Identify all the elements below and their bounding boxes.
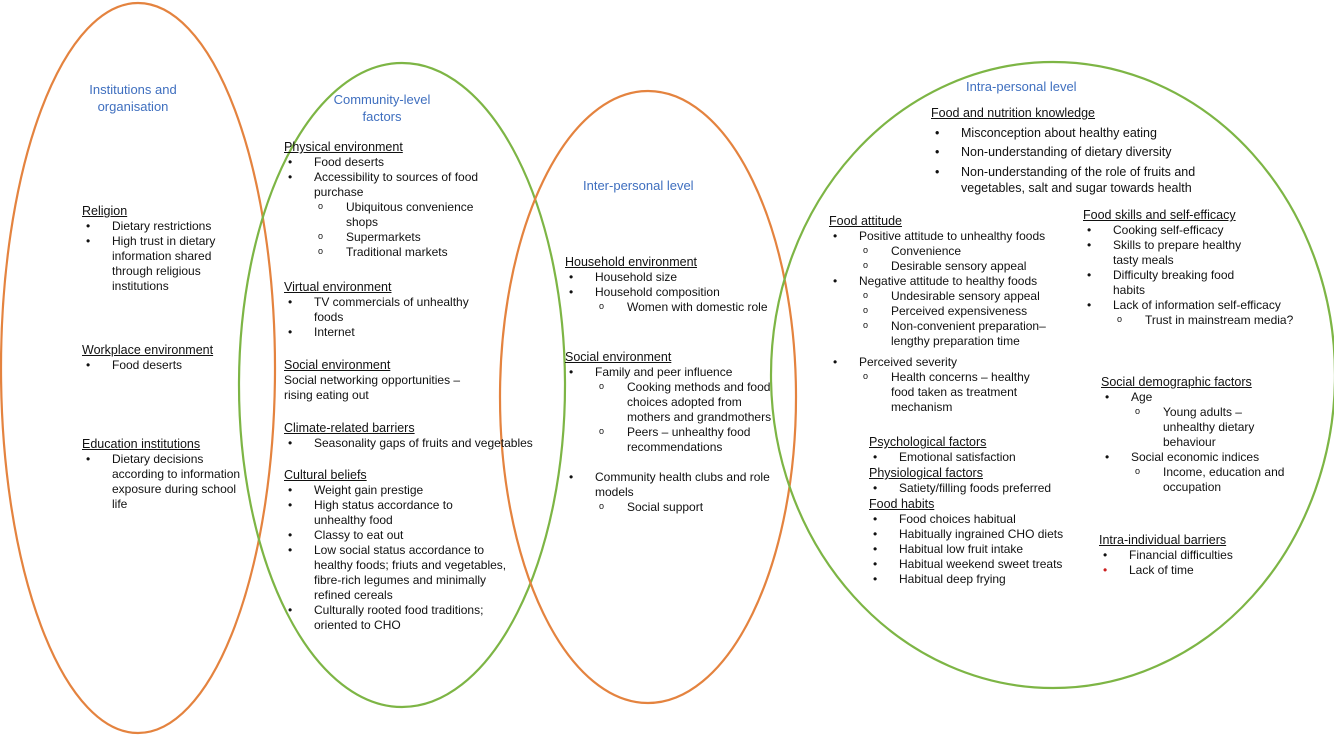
religion-item-1: Dietary restrictions bbox=[82, 219, 215, 234]
physical-section: Physical environment Food deserts Access… bbox=[284, 139, 478, 260]
institutions-ellipse bbox=[0, 2, 277, 734]
workplace-heading: Workplace environment bbox=[82, 343, 214, 357]
institutions-title: Institutions and organisation bbox=[89, 82, 177, 114]
cultural-item-3: Classy to eat out bbox=[284, 528, 506, 543]
interpersonal-social-item-2: Community health clubs and role models bbox=[565, 470, 771, 500]
habits-item-2: Habitually ingrained CHO diets bbox=[869, 527, 1063, 542]
knowledge-item-2: Non-understanding of dietary diversity bbox=[931, 144, 1195, 160]
physical-sub-2: Supermarkets bbox=[284, 229, 478, 245]
religion-item-2: High trust in dietary information shared… bbox=[82, 234, 215, 294]
habits-item-3: Habitual low fruit intake bbox=[869, 542, 1063, 557]
physio-item-1: Satiety/filling foods preferred bbox=[869, 481, 1063, 496]
attitude-heading: Food attitude bbox=[829, 214, 902, 228]
demographic-heading: Social demographic factors bbox=[1101, 375, 1252, 389]
interpersonal-social-sub-1: Cooking methods and food choices adopted… bbox=[565, 379, 771, 425]
religion-heading: Religion bbox=[82, 204, 128, 218]
interpersonal-social-heading: Social environment bbox=[565, 350, 672, 364]
habits-item-4: Habitual weekend sweet treats bbox=[869, 557, 1063, 572]
interpersonal-social-sub-3: Social support bbox=[565, 499, 771, 515]
knowledge-section: Food and nutrition knowledge Misconcepti… bbox=[931, 105, 1195, 196]
community-social-heading: Social environment bbox=[284, 358, 391, 372]
physical-item-1: Food deserts bbox=[284, 155, 478, 170]
attitude-sub-2: Desirable sensory appeal bbox=[829, 258, 1046, 274]
attitude-item-1: Positive attitude to unhealthy foods bbox=[829, 229, 1046, 244]
education-heading: Education institutions bbox=[82, 437, 201, 451]
barriers-section: Intra-individual barriers Financial diff… bbox=[1099, 532, 1233, 578]
interpersonal-ellipse bbox=[498, 89, 798, 705]
attitude-item-3: Perceived severity bbox=[829, 355, 1046, 370]
climate-section: Climate-related barriers Seasonality gap… bbox=[284, 420, 533, 451]
household-section: Household environment Household size Hou… bbox=[565, 254, 768, 315]
demographic-sub-2: Income, education and occupation bbox=[1101, 464, 1284, 495]
interpersonal-social-item-1: Family and peer influence bbox=[565, 365, 771, 380]
cultural-item-5: Culturally rooted food traditions; orien… bbox=[284, 603, 506, 633]
psych-physio-habits-section: Psychological factors Emotional satisfac… bbox=[869, 434, 1063, 587]
psych-item-1: Emotional satisfaction bbox=[869, 450, 1063, 465]
household-heading: Household environment bbox=[565, 255, 698, 269]
barriers-item-2: Lack of time bbox=[1099, 563, 1233, 578]
household-sub-1: Women with domestic role bbox=[565, 299, 768, 315]
cultural-heading: Cultural beliefs bbox=[284, 468, 367, 482]
attitude-sub-3: Undesirable sensory appeal bbox=[829, 288, 1046, 304]
physical-sub-3: Traditional markets bbox=[284, 244, 478, 260]
cultural-item-1: Weight gain prestige bbox=[284, 483, 506, 498]
interpersonal-title: Inter-personal level bbox=[583, 178, 694, 193]
virtual-item-1: TV commercials of unhealthy foods bbox=[284, 295, 469, 325]
household-item-2: Household composition bbox=[565, 285, 768, 300]
physical-item-2: Accessibility to sources of food purchas… bbox=[284, 170, 478, 200]
attitude-item-2: Negative attitude to healthy foods bbox=[829, 274, 1046, 289]
interpersonal-social-sub-2: Peers – unhealthy food recommendations bbox=[565, 424, 771, 455]
education-item-1: Dietary decisions according to informati… bbox=[82, 452, 240, 512]
religion-section: Religion Dietary restrictions High trust… bbox=[82, 203, 215, 294]
education-section: Education institutions Dietary decisions… bbox=[82, 436, 240, 512]
demographic-section: Social demographic factors Age Young adu… bbox=[1101, 374, 1284, 495]
attitude-sub-5: Non-convenient preparation– lengthy prep… bbox=[829, 318, 1046, 349]
demographic-sub-1: Young adults – unhealthy dietary behavio… bbox=[1101, 404, 1284, 450]
attitude-sub-6: Health concerns – healthy food taken as … bbox=[829, 369, 1046, 415]
barriers-heading: Intra-individual barriers bbox=[1099, 533, 1227, 547]
habits-heading: Food habits bbox=[869, 497, 935, 511]
community-title: Community-level factors bbox=[333, 92, 431, 124]
virtual-heading: Virtual environment bbox=[284, 280, 392, 294]
skills-item-4: Lack of information self-efficacy bbox=[1083, 298, 1293, 313]
skills-item-3: Difficulty breaking food habits bbox=[1083, 268, 1293, 298]
skills-item-2: Skills to prepare healthy tasty meals bbox=[1083, 238, 1293, 268]
physio-heading: Physiological factors bbox=[869, 466, 983, 480]
household-item-1: Household size bbox=[565, 270, 768, 285]
skills-sub-1: Trust in mainstream media? bbox=[1083, 312, 1293, 328]
climate-heading: Climate-related barriers bbox=[284, 421, 415, 435]
climate-item-1: Seasonality gaps of fruits and vegetable… bbox=[284, 436, 533, 451]
psych-heading: Psychological factors bbox=[869, 435, 987, 449]
interpersonal-social-section: Social environment Family and peer influ… bbox=[565, 349, 771, 515]
community-social-text: Social networking opportunities – rising… bbox=[284, 373, 461, 402]
barriers-item-1: Financial difficulties bbox=[1099, 548, 1233, 563]
demographic-item-1: Age bbox=[1101, 390, 1284, 405]
habits-item-1: Food choices habitual bbox=[869, 512, 1063, 527]
knowledge-item-1: Misconception about healthy eating bbox=[931, 125, 1195, 141]
physical-sub-1: Ubiquitous convenience shops bbox=[284, 199, 478, 230]
community-social-section: Social environment Social networking opp… bbox=[284, 357, 460, 403]
workplace-section: Workplace environment Food deserts bbox=[82, 342, 213, 373]
cultural-item-4: Low social status accordance to healthy … bbox=[284, 543, 506, 603]
workplace-item-1: Food deserts bbox=[82, 358, 213, 373]
attitude-section: Food attitude Positive attitude to unhea… bbox=[829, 213, 1046, 415]
knowledge-item-3: Non-understanding of the role of fruits … bbox=[931, 164, 1195, 196]
knowledge-heading: Food and nutrition knowledge bbox=[931, 106, 1096, 120]
virtual-section: Virtual environment TV commercials of un… bbox=[284, 279, 469, 340]
cultural-item-2: High status accordance to unhealthy food bbox=[284, 498, 506, 528]
attitude-sub-1: Convenience bbox=[829, 243, 1046, 259]
skills-section: Food skills and self-efficacy Cooking se… bbox=[1083, 207, 1293, 328]
attitude-sub-4: Perceived expensiveness bbox=[829, 303, 1046, 319]
skills-heading: Food skills and self-efficacy bbox=[1083, 208, 1236, 222]
demographic-item-2: Social economic indices bbox=[1101, 450, 1284, 465]
skills-item-1: Cooking self-efficacy bbox=[1083, 223, 1293, 238]
intrapersonal-title: Intra-personal level bbox=[966, 79, 1077, 94]
virtual-item-2: Internet bbox=[284, 325, 469, 340]
physical-heading: Physical environment bbox=[284, 140, 403, 154]
habits-item-5: Habitual deep frying bbox=[869, 572, 1063, 587]
cultural-section: Cultural beliefs Weight gain prestige Hi… bbox=[284, 467, 506, 633]
